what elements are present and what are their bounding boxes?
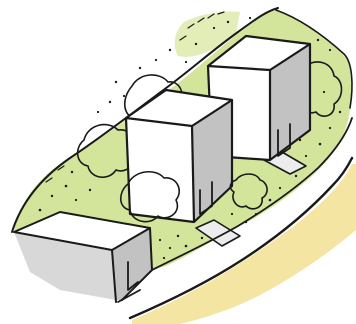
house-front-front-face [126, 118, 194, 222]
house-front [126, 90, 232, 222]
